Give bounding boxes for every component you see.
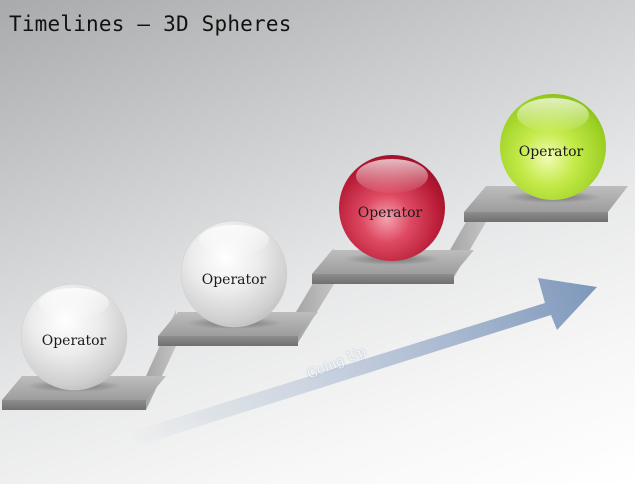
going-up-arrow	[130, 278, 597, 446]
sphere-1	[20, 283, 128, 391]
sphere-2	[180, 220, 288, 328]
sphere-4	[500, 94, 606, 200]
sphere-3	[339, 155, 445, 261]
sphere-label-3: Operator	[357, 205, 423, 221]
sphere-label-2: Operator	[201, 272, 267, 288]
diagram-title: Timelines – 3D Spheres	[9, 12, 292, 36]
sphere-label-1: Operator	[41, 333, 107, 349]
sphere-label-4: Operator	[518, 144, 584, 160]
